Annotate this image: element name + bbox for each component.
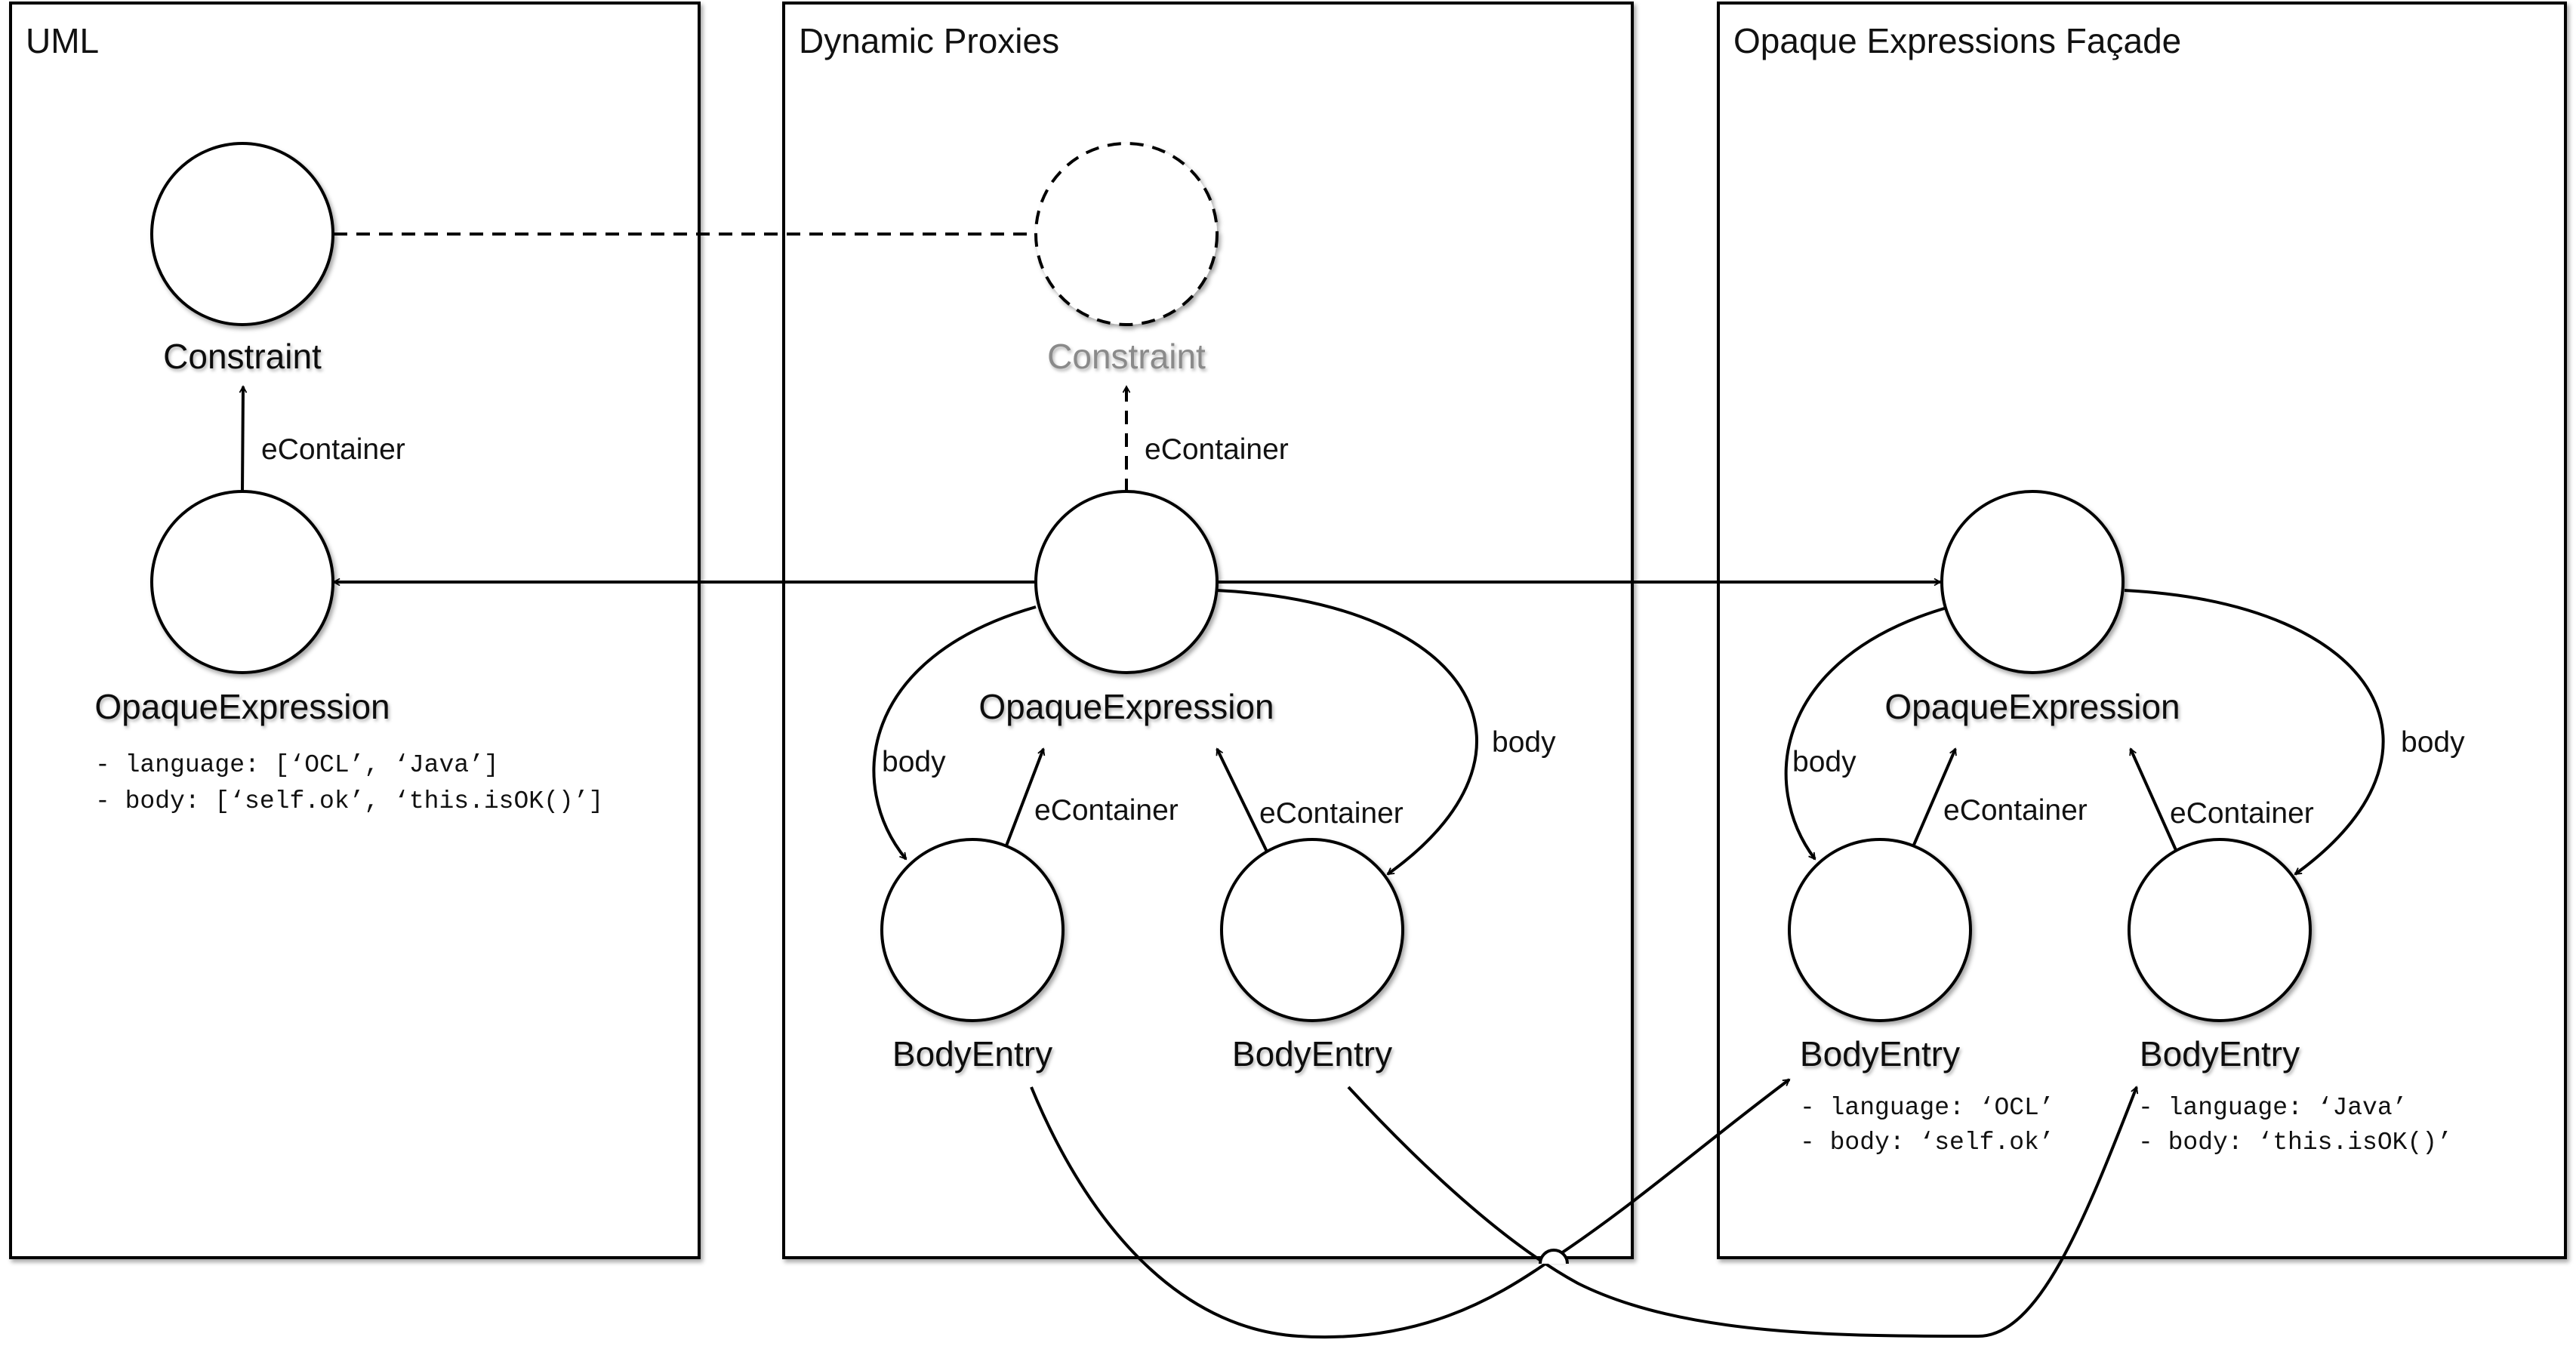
attr-uml-opaque-language: - language: [‘OCL’, ‘Java’] <box>95 751 499 779</box>
panel-uml-frame <box>9 2 701 1259</box>
label-facade-opaque-expression: OpaqueExpression <box>1884 687 2180 726</box>
edge-label-facade-body1-econtainer: eContainer <box>1943 794 2088 827</box>
panel-facade: Opaque Expressions Façade <box>1717 2 2567 1259</box>
panel-facade-frame <box>1717 2 2567 1259</box>
attr-uml-opaque-body: - body: [‘self.ok’, ‘this.isOK()’] <box>95 787 603 815</box>
attr-facade-body1-body: - body: ‘self.ok’ <box>1800 1129 2054 1157</box>
edge-proxy-body-right <box>1216 589 1478 876</box>
nodes <box>150 142 2312 1022</box>
edge-proxy-body-left <box>872 605 1037 861</box>
label-uml-opaque-expression: OpaqueExpression <box>94 687 390 726</box>
edge-label-proxy-body1-econtainer: eContainer <box>1034 794 1179 827</box>
node-facade-opaque-expression[interactable] <box>1940 490 2125 674</box>
node-proxy-opaque-expression[interactable] <box>1034 490 1219 674</box>
edge-label-facade-body2-econtainer: eContainer <box>2170 797 2314 830</box>
node-uml-constraint[interactable] <box>150 142 334 326</box>
label-facade-body-entry-2: BodyEntry <box>2140 1034 2300 1073</box>
node-facade-body-entry-1[interactable] <box>1788 838 1972 1022</box>
attr-facade-body1-language: - language: ‘OCL’ <box>1800 1094 2054 1122</box>
edge-label-proxy-body2-econtainer: eContainer <box>1259 797 1404 830</box>
node-uml-opaque-expression[interactable] <box>150 490 334 674</box>
edge-uml-econtainer <box>239 385 248 493</box>
node-proxy-body-entry-1[interactable] <box>880 838 1065 1022</box>
panel-uml: UML <box>9 2 701 1259</box>
edge-body1-mapping <box>1030 1078 1791 1338</box>
label-facade-body-entry-1: BodyEntry <box>1800 1034 1960 1073</box>
attr-facade-body2-body: - body: ‘this.isOK()’ <box>2138 1129 2452 1157</box>
label-proxy-body-entry-1: BodyEntry <box>892 1034 1052 1073</box>
node-proxy-constraint[interactable] <box>1034 142 1219 326</box>
node-labels: Constraint OpaqueExpression Constraint O… <box>94 337 2300 1073</box>
label-proxy-body-entry-2: BodyEntry <box>1232 1034 1392 1073</box>
edge-label-proxy-econtainer: eContainer <box>1145 433 1289 466</box>
edge-facade-body1-econtainer <box>1910 747 1957 851</box>
edges <box>239 233 2385 1338</box>
attr-facade-body2-language: - language: ‘Java’ <box>2138 1094 2407 1122</box>
label-proxy-constraint: Constraint <box>1047 337 1206 376</box>
panel-facade-title: Opaque Expressions Façade <box>1733 21 2181 60</box>
label-uml-constraint: Constraint <box>163 337 322 376</box>
edge-labels: eContainer eContainer body body eContain… <box>261 433 2465 830</box>
edge-facade-body-left <box>1784 605 1950 861</box>
edge-proxy-body2-econtainer <box>1216 747 1268 852</box>
label-proxy-opaque-expression: OpaqueExpression <box>978 687 1274 726</box>
edge-facade-body-right <box>2124 589 2385 876</box>
edge-label-uml-econtainer: eContainer <box>261 433 405 466</box>
edge-label-facade-body-left: body <box>1792 746 1857 778</box>
edge-label-facade-body-right: body <box>2401 726 2465 759</box>
panel-dynamic-proxies-title: Dynamic Proxies <box>799 21 1059 60</box>
panel-uml-title: UML <box>26 21 99 60</box>
edge-facade-body2-econtainer <box>2129 747 2177 851</box>
edge-crossing-hop <box>1539 1249 1569 1264</box>
edge-label-proxy-body-left: body <box>882 746 946 778</box>
node-proxy-body-entry-2[interactable] <box>1220 838 1404 1022</box>
edge-body2-mapping <box>1347 1086 2139 1338</box>
edge-label-proxy-body-right: body <box>1492 726 1556 759</box>
attribute-notes: - language: [‘OCL’, ‘Java’] - body: [‘se… <box>95 751 2452 1157</box>
node-facade-body-entry-2[interactable] <box>2128 838 2312 1022</box>
edge-proxy-body1-econtainer <box>1003 747 1046 852</box>
